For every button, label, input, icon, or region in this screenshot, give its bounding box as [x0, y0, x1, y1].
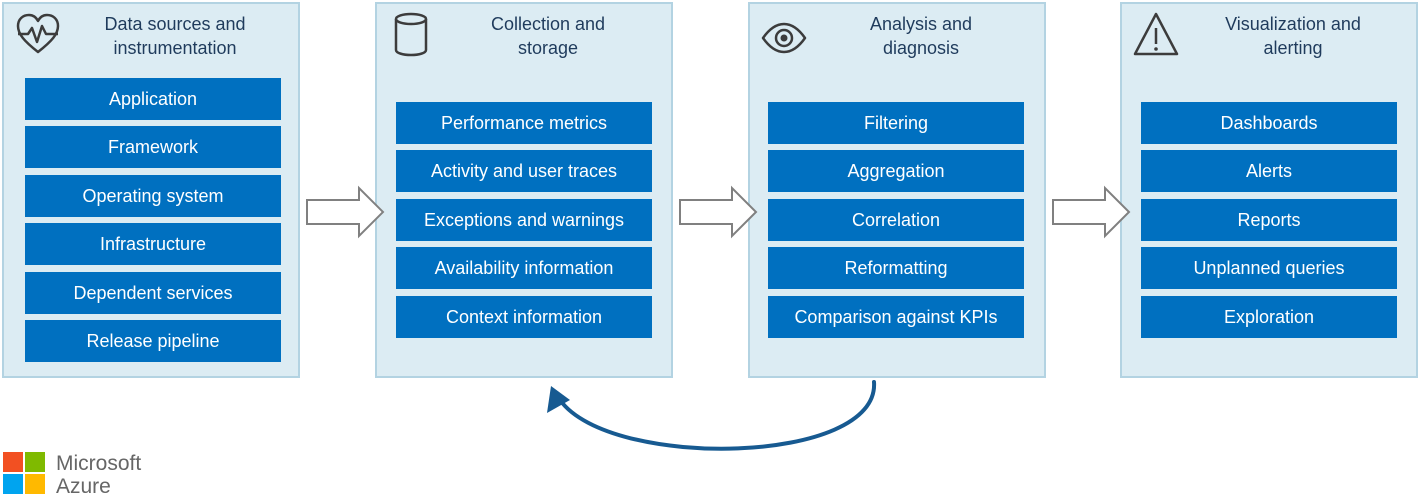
item-availability-information: Availability information	[396, 247, 652, 289]
item-filtering: Filtering	[768, 102, 1024, 144]
logo-square-blue	[3, 474, 23, 494]
feedback-arrow	[558, 380, 877, 451]
brand-name: Microsoft Azure	[56, 452, 142, 498]
panel-analysis-diagnosis: Analysis and diagnosis Filtering Aggrega…	[748, 2, 1046, 378]
item-exploration: Exploration	[1141, 296, 1397, 338]
item-alerts: Alerts	[1141, 150, 1397, 192]
item-performance-metrics: Performance metrics	[396, 102, 652, 144]
feedback-arrowhead	[547, 386, 570, 413]
panel-title: Visualization and alerting	[1225, 14, 1361, 58]
item-dependent-services: Dependent services	[25, 272, 281, 314]
flow-arrow-2	[679, 185, 758, 239]
item-application: Application	[25, 78, 281, 120]
eye-icon	[761, 22, 807, 54]
item-framework: Framework	[25, 126, 281, 168]
flow-arrow-3	[1052, 185, 1131, 239]
logo-square-yellow	[25, 474, 45, 494]
item-aggregation: Aggregation	[768, 150, 1024, 192]
item-context-information: Context information	[396, 296, 652, 338]
item-dashboards: Dashboards	[1141, 102, 1397, 144]
item-reports: Reports	[1141, 199, 1397, 241]
panel-title: Collection and storage	[490, 14, 606, 58]
logo-square-green	[25, 452, 45, 472]
flow-arrow-1	[306, 185, 385, 239]
item-operating-system: Operating system	[25, 175, 281, 217]
item-correlation: Correlation	[768, 199, 1024, 241]
item-comparison-kpis: Comparison against KPIs	[768, 296, 1024, 338]
panel-title: Analysis and diagnosis	[869, 14, 973, 58]
panel-title: Data sources and instrumentation	[104, 14, 246, 58]
panel-visualization-alerting: Visualization and alerting Dashboards Al…	[1120, 2, 1418, 378]
item-reformatting: Reformatting	[768, 247, 1024, 289]
database-icon	[394, 12, 428, 57]
microsoft-logo-icon	[3, 452, 45, 494]
item-exceptions-warnings: Exceptions and warnings	[396, 199, 652, 241]
item-release-pipeline: Release pipeline	[25, 320, 281, 362]
warning-triangle-icon	[1133, 12, 1179, 56]
item-activity-user-traces: Activity and user traces	[396, 150, 652, 192]
panel-data-sources: Data sources and instrumentation Applica…	[2, 2, 300, 378]
heart-pulse-icon	[16, 13, 60, 54]
item-unplanned-queries: Unplanned queries	[1141, 247, 1397, 289]
logo-square-red	[3, 452, 23, 472]
panel-collection-storage: Collection and storage Performance metri…	[375, 2, 673, 378]
item-infrastructure: Infrastructure	[25, 223, 281, 265]
